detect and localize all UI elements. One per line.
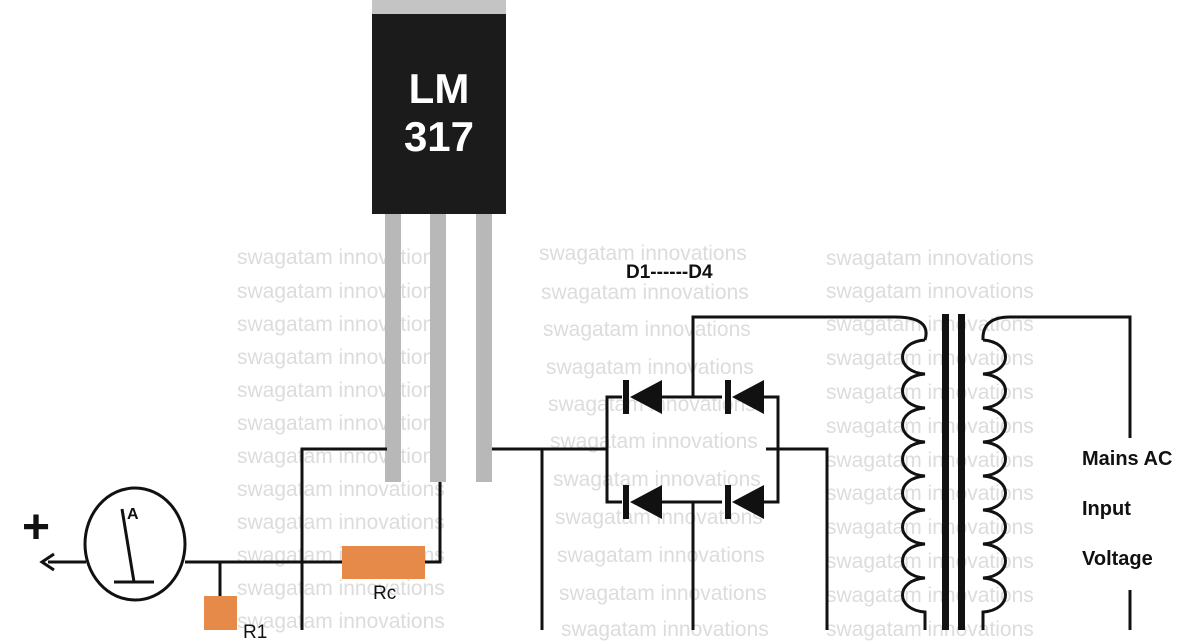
resistor-rc [342,546,425,579]
regulator-leg-adj [385,214,401,482]
secondary-coil [894,315,928,630]
watermark-text: swagatam innovations [826,449,1034,472]
resistor-r1 [204,596,237,630]
circuit-diagram [39,0,1200,630]
diode-d1 [623,380,662,414]
watermark-text: swagatam innovations [539,242,747,265]
wire-ac-top [691,315,895,397]
regulator-label-line1: LM [408,65,470,112]
regulator-label-line2: 317 [403,113,475,160]
diode-d2 [725,380,764,414]
watermark-text: swagatam innovations [237,511,445,534]
watermark-text: swagatam innovations [826,584,1034,607]
watermark-text: swagatam innovations [826,247,1034,270]
transformer-core-left [942,314,949,630]
regulator-body [372,14,506,214]
ammeter-circle [83,486,187,602]
watermark-text: swagatam innovations [546,356,754,379]
watermark-text: swagatam innovations [555,506,763,529]
mains-label-box [1068,438,1200,588]
wire-bridge-out [766,447,829,630]
bridge-right-lower [764,451,780,504]
watermark-text: swagatam innovations [826,415,1034,438]
wire-out [425,482,442,564]
watermark-text: swagatam innovations [237,478,445,501]
plus-sign: + [22,501,51,554]
diode-d3 [623,485,662,519]
ammeter-needle [120,508,136,583]
watermark-text: swagatam innovations [543,318,751,341]
transformer-core-right [958,314,965,630]
watermark-text: swagatam innovations [553,468,761,491]
wire-mains-top [1010,315,1132,440]
watermark-text: swagatam innovations [826,280,1034,303]
regulator-tab [372,0,506,14]
watermark-text: swagatam innovations [826,516,1034,539]
wire-adj [300,447,387,630]
watermark-text: swagatam innovations [826,347,1034,370]
watermark-text: swagatam innovations [826,313,1034,336]
diode-d4 [725,485,764,519]
mains-label-line2: Input [1082,498,1131,520]
ammeter-label: A [127,506,139,523]
arrow-head [39,552,55,572]
watermark-text: swagatam innovations [550,430,758,453]
watermark-text: swagatam innovations [237,577,445,600]
watermark-text: swagatam innovations [826,381,1034,404]
watermark-text: swagatam innovations [237,610,445,633]
watermark-text: swagatam innovations [541,281,749,304]
watermark-text: swagatam innovations [559,582,767,605]
resistor-r1-label: R1 [243,622,268,643]
mains-label-line1: Mains AC [1082,448,1173,470]
regulator-leg-in [476,214,492,482]
watermark-text: swagatam innovations [557,544,765,567]
bridge-right [764,395,780,451]
regulator-leg-out [430,214,446,482]
wires [39,315,1132,630]
mains-label-line3: Voltage [1082,548,1153,570]
primary-coil [981,315,1011,630]
resistor-rc-label: Rc [373,583,397,604]
watermark-text: swagatam innovations [826,550,1034,573]
diodes-label: D1------D4 [626,262,713,283]
bridge-left [605,395,622,504]
watermark-text: swagatam innovations [826,482,1034,505]
